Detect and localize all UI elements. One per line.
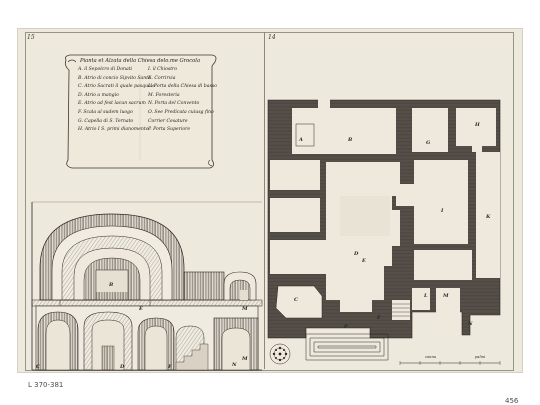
elevation-label-f: F	[168, 364, 172, 370]
scale-label-canna: canna	[425, 355, 436, 359]
plan-label-n: N	[468, 321, 473, 327]
plan-label-d: D	[354, 251, 359, 257]
plan-label-p: P	[344, 324, 348, 330]
plan-label-b: B	[348, 137, 353, 143]
plan-label-f: F	[377, 315, 381, 321]
plan-label-k: K	[486, 214, 491, 220]
legend-item: H. Atrio I S. primi dianomento	[78, 127, 149, 133]
elevation-label-c: C	[36, 364, 40, 370]
legend-item: B. Atrio di concio Sipvito Santo	[78, 75, 151, 81]
legend-right-column: I. il Chiostro K. Corrirvia L. Porta del…	[148, 66, 217, 135]
plan-label-c: C	[294, 297, 298, 303]
elevation-label-n: N	[232, 362, 237, 368]
legend-left-column: A. il Sepolcro di Donati B. Atrio di con…	[78, 66, 155, 135]
legend-item: C. Atrio Sacrati il quale pasquale	[78, 84, 155, 90]
plan-label-e: E	[362, 258, 366, 264]
plan-label-g: G	[426, 140, 431, 146]
elevation-label-b: B	[109, 282, 114, 288]
legend-item: Corrier Cesature	[148, 118, 188, 124]
scale-label-palmi: palmi	[475, 355, 486, 359]
legend-item: O. See Predicata cuiusg fino	[148, 109, 214, 115]
legend-item: I. il Chiostro	[148, 67, 178, 72]
legend-item: A. il Sepolcro di Donati	[78, 67, 133, 72]
elevation-label-m-lower: M	[242, 356, 248, 362]
legend-item: G. Capella di S. Ternato	[78, 118, 134, 124]
sheet-number-caption: 456	[505, 397, 519, 405]
plan-label-i: I	[441, 208, 444, 214]
legend-title: Pianta et Alzata della Chiesa delo.me Gr…	[80, 58, 201, 64]
legend-item: N. Porta del Convento	[148, 101, 200, 107]
elevation-label-e: E	[139, 306, 143, 312]
plate-border	[25, 32, 514, 371]
legend-item: K. Corrirvia	[148, 75, 176, 81]
elevation-label-d: D	[120, 364, 125, 370]
plan-label-a: A	[299, 137, 303, 143]
legend-item: D. Atrio a mangio	[78, 92, 119, 98]
page-number-right: 14	[268, 34, 276, 41]
plate-divider	[264, 32, 265, 369]
page-number-left: 15	[27, 34, 35, 41]
inventory-caption: L 370-381	[28, 381, 64, 389]
legend-item: M. Foresteria	[148, 92, 180, 98]
elevation-label-m-upper: M	[242, 306, 248, 312]
legend-item: E. Atrio ad fest lacun sacrum	[78, 101, 146, 107]
plan-label-h: H	[475, 122, 480, 128]
plan-label-l: L	[424, 293, 428, 299]
legend-item: L. Porta della Chiesa di basso	[148, 84, 217, 90]
plan-label-m: M	[443, 293, 449, 299]
legend-item: P. Porta Superiore	[148, 127, 191, 133]
legend-item: F. Scala al sudem luogo	[78, 109, 133, 115]
